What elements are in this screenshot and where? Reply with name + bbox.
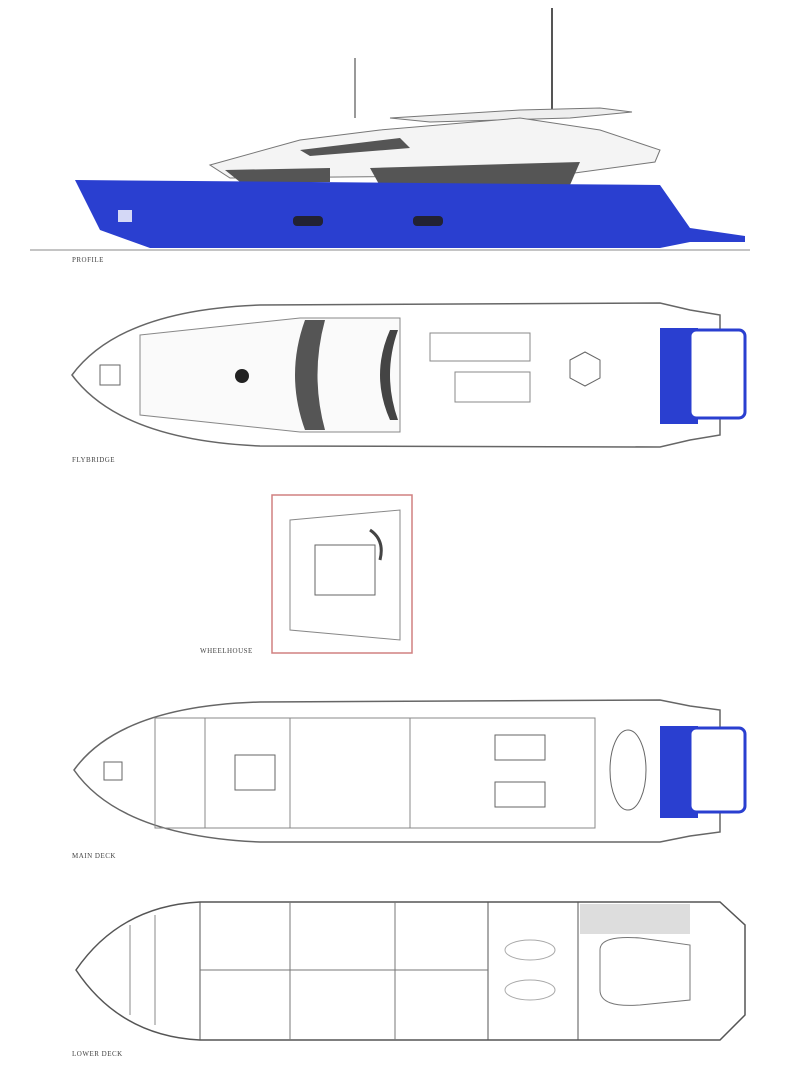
label-main-deck: MAIN DECK [72, 852, 116, 860]
hull [75, 180, 745, 248]
label-profile: PROFILE [72, 256, 104, 264]
main-deck-plan [73, 699, 747, 843]
label-flybridge: FLYBRIDGE [72, 456, 116, 464]
profile-view [30, 8, 750, 251]
lower-deck-plan [75, 901, 746, 1041]
label-lower-deck: LOWER DECK [72, 1050, 123, 1058]
flybridge-plan [71, 302, 747, 448]
label-wheelhouse: WHEELHOUSE [200, 647, 253, 655]
wheelhouse-plan [271, 494, 413, 654]
